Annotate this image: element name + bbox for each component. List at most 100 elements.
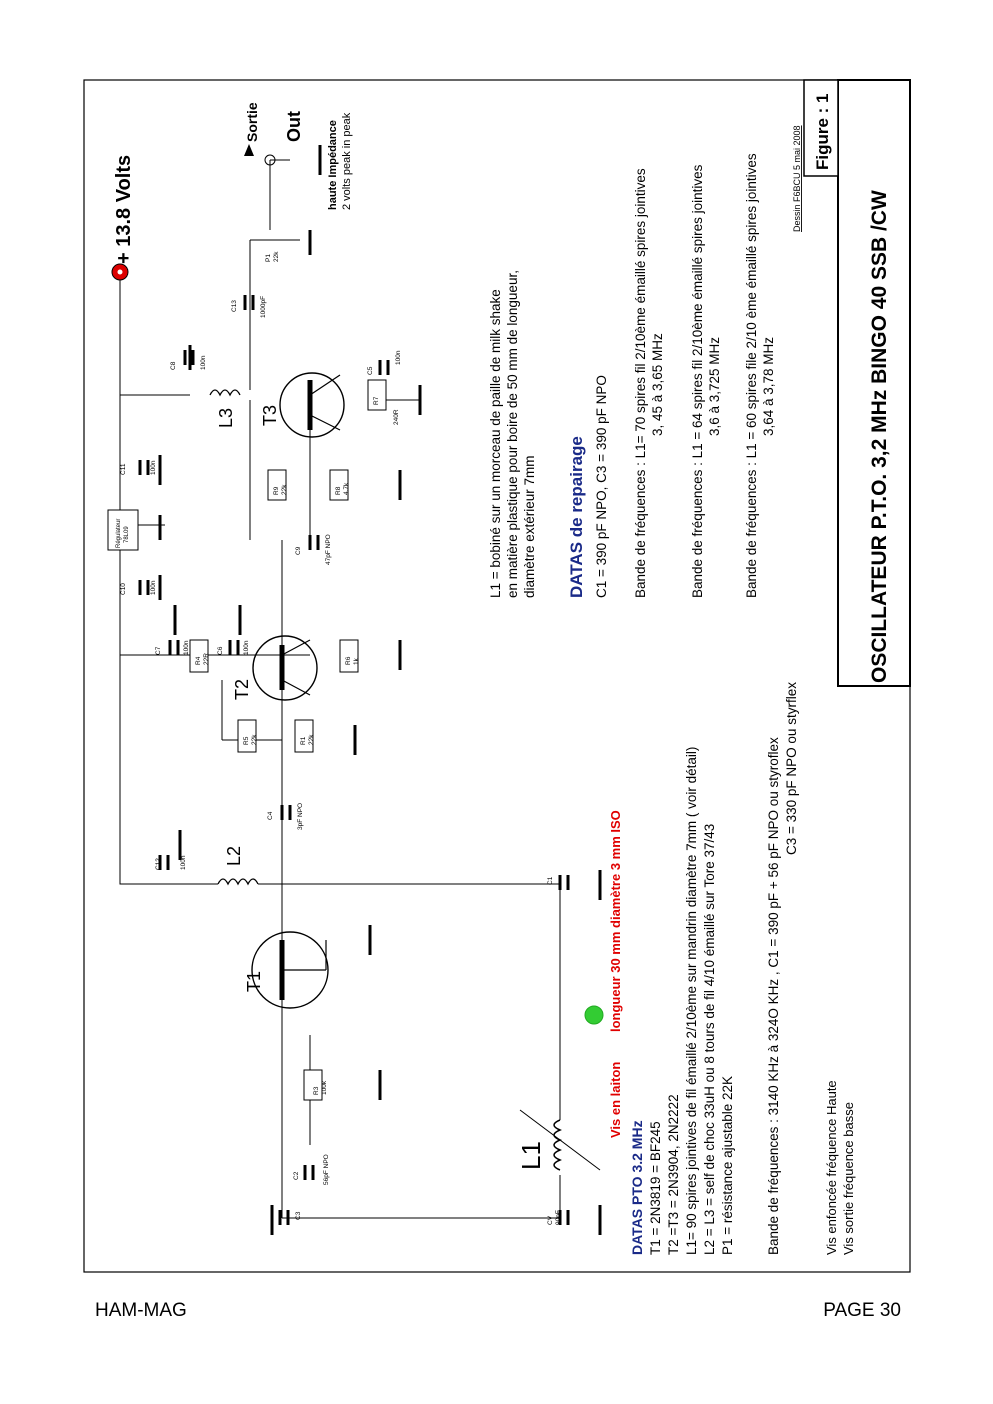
regulator-name: Régulateur <box>116 519 122 548</box>
component-label-r1-val: 22k <box>308 734 315 745</box>
transistor-t2 <box>252 635 318 701</box>
component-label-c3: C3 <box>295 1211 302 1220</box>
t2-label: T2 <box>232 679 252 700</box>
component-label-r5: R5 <box>243 736 250 745</box>
l1-note-line3: diamètre extérieur 7mm <box>522 455 537 598</box>
repairage-band2b: 3,6 à 3,725 MHz <box>707 337 722 436</box>
component-label-c13: C13 <box>231 300 238 312</box>
vis-note-basse: Vis sortie fréquence basse <box>841 1102 856 1255</box>
footer-page-number: PAGE 30 <box>823 1300 901 1321</box>
datas-pto-l1: L1= 90 spires jointives de fil émaillé 2… <box>684 747 699 1255</box>
ground-symbols <box>158 145 602 1235</box>
component-label-r4: R4 <box>195 656 202 665</box>
l1-label: L1 <box>516 1141 546 1170</box>
component-labels: C12 100n C4 3pF NPO C10 100n C11 100n C7… <box>120 251 562 1225</box>
inductor-l1-symbol <box>553 1119 562 1171</box>
component-label-c10-val: 100n <box>150 580 157 595</box>
component-label-c7-val: 100n <box>183 640 190 655</box>
datas-pto-title: DATAS PTO 3.2 MHz <box>629 1120 645 1255</box>
component-label-c11: C11 <box>120 463 127 475</box>
impedance-label: haute Impédance <box>327 120 339 210</box>
l1-note-line1: L1 = bobiné sur un morceau de paille de … <box>488 289 503 598</box>
out-label: Out <box>284 111 304 142</box>
component-label-r3-val: 100k <box>321 1080 328 1095</box>
l3-label: L3 <box>216 408 236 428</box>
credit-text: Dessin F6BCU 5 mai 2008 <box>792 125 802 232</box>
component-label-c8-val: 100n <box>200 355 207 370</box>
component-label-r6: R6 <box>345 656 352 665</box>
t3-label: T3 <box>260 405 280 426</box>
band-main-line1: Bande de fréquences : 3140 KHz à 324O KH… <box>766 737 781 1255</box>
component-label-c4: C4 <box>267 811 274 820</box>
repairage-c-line: C1 = 390 pF NPO, C3 = 390 pF NPO <box>594 375 609 598</box>
component-label-r9-val: 22k <box>281 484 288 495</box>
component-label-c12: C12 <box>155 858 162 870</box>
component-label-c9-val: 47pF NPO <box>325 534 332 565</box>
power-terminal-center <box>117 269 123 275</box>
resistor-symbols <box>189 379 387 1101</box>
title-block: OSCILLATEUR P.T.O. 3,2 MHz BINGO 40 SSB … <box>792 79 911 687</box>
component-label-c8: C8 <box>170 361 177 370</box>
vis-notes-block: Vis enfoncée fréquence Haute Vis sortie … <box>824 1080 856 1255</box>
datas-pto-block: DATAS PTO 3.2 MHz T1 = 2N3819 = BF245 T2… <box>629 747 735 1255</box>
component-label-cv-val: 90pF <box>555 1210 562 1225</box>
circuit-wires <box>108 159 561 1219</box>
output-arrow-icon <box>244 144 254 156</box>
datas-pto-l2l3: L2 = L3 = self de choc 33uH ou 8 tours d… <box>702 824 717 1255</box>
component-label-r7-val: 240R <box>393 409 400 425</box>
component-label-r8-val: 4.7k <box>343 482 350 495</box>
vis-label: Vis en laiton <box>608 1062 623 1138</box>
component-label-c10: C10 <box>120 583 127 595</box>
capacitor-symbols <box>138 295 570 1225</box>
datas-pto-t1: T1 = 2N3819 = BF245 <box>648 1121 663 1255</box>
transistor-t1 <box>251 931 329 1009</box>
component-label-p1: P1 <box>265 254 272 262</box>
component-label-c5-val: 100n <box>395 350 402 365</box>
component-label-c6-val: 100n <box>243 640 250 655</box>
component-label-c2: C2 <box>293 1171 300 1180</box>
component-label-r3: R3 <box>313 1086 320 1095</box>
transistor-t3 <box>279 372 345 438</box>
repairage-band2a: Bande de fréquences : L1 = 64 spires fil… <box>690 164 705 598</box>
component-label-c2-val: 56pF NPO <box>323 1154 330 1185</box>
repairage-band1a: Bande de fréquences : L1= 70 spires fil … <box>633 168 648 598</box>
component-label-r9: R9 <box>273 486 280 495</box>
repairage-band3b: 3,64 à 3,78 MHz <box>761 337 776 436</box>
datas-pto-t2t3: T2 =T3 = 2N3904, 2N2222 <box>666 1094 681 1255</box>
component-label-r7: R7 <box>373 396 380 405</box>
figure-frame <box>83 79 911 1273</box>
component-label-c7: C7 <box>155 646 162 655</box>
inductor-l2-symbol <box>217 878 259 886</box>
power-label: + 13.8 Volts <box>113 155 135 264</box>
l1-note-block: L1 = bobiné sur un morceau de paille de … <box>488 270 537 598</box>
output-connector-icon <box>264 154 276 166</box>
l1-tuning-arrow <box>519 1109 601 1171</box>
component-label-r8: R8 <box>335 486 342 495</box>
sortie-label: Sortie <box>244 102 260 142</box>
component-label-c13-val: 1000pF <box>260 296 267 318</box>
inductor-l3-symbol <box>209 389 241 397</box>
page-title: OSCILLATEUR P.T.O. 3,2 MHz BINGO 40 SSB … <box>868 190 891 683</box>
repairage-title: DATAS de repairage <box>567 436 586 598</box>
component-label-cv: CV <box>547 1215 554 1225</box>
repairage-block: DATAS de repairage C1 = 390 pF NPO, C3 =… <box>567 153 776 598</box>
peak-label: 2 volts peak in peak <box>341 112 353 210</box>
component-label-c12-val: 100n <box>180 855 187 870</box>
component-label-r6-val: 1k <box>353 657 360 665</box>
title-box <box>837 79 911 687</box>
component-label-c5: C5 <box>367 366 374 375</box>
component-label-r5-val: 22k <box>251 734 258 745</box>
repairage-band3a: Bande de fréquences : L1 = 60 spires fil… <box>744 153 759 598</box>
band-main-line2: C3 = 330 pF NPO ou styrflex <box>784 682 799 855</box>
component-label-p1-val: 22k <box>273 251 280 262</box>
repairage-band1b: 3, 45 à 3,65 MHz <box>650 333 665 436</box>
component-label-c6: C6 <box>217 646 224 655</box>
regulator-type: 78L09 <box>124 526 130 543</box>
datas-pto-p1: P1 = résistance ajustable 22K <box>720 1076 735 1255</box>
vis-note-haute: Vis enfoncée fréquence Haute <box>824 1080 839 1255</box>
component-label-r4-val: 22R <box>203 653 210 665</box>
l2-label: L2 <box>224 846 244 866</box>
footer-magazine: HAM-MAG <box>95 1300 187 1321</box>
vis-detail: longueur 30 mm diamètre 3 mm ISO <box>608 810 623 1032</box>
